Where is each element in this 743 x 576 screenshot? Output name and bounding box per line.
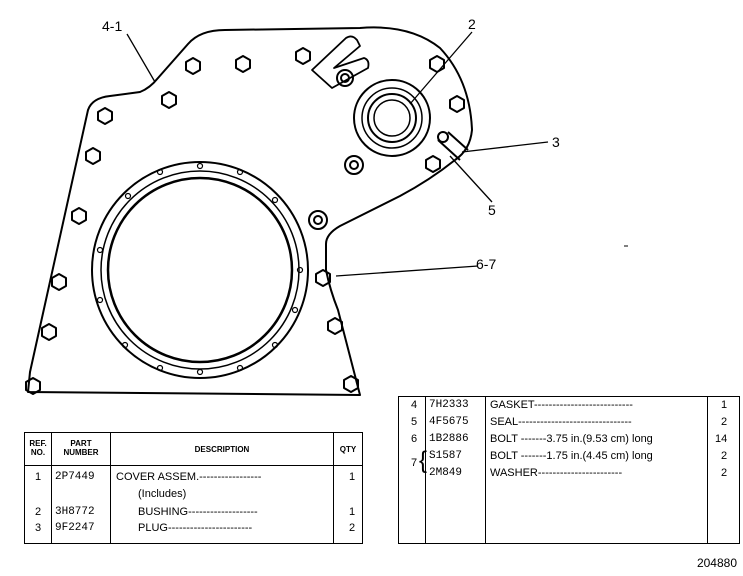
callout-5: 5	[488, 202, 496, 218]
figure-number: 204880	[696, 556, 737, 570]
table-row-ref: 7	[411, 457, 418, 469]
table-row-ref: 2	[35, 506, 42, 518]
table-row-desc: PLUG-----------------------	[138, 522, 253, 534]
callout-3: 3	[552, 134, 560, 150]
seal-ring-mid	[100, 170, 300, 370]
table-row-part: 1B2886	[429, 433, 469, 445]
table-row-ref: 6	[411, 433, 418, 445]
table-row-qty: 1	[349, 506, 356, 518]
header-qty: QTY	[339, 445, 357, 454]
table-row-ref: 5	[411, 416, 418, 428]
table-row-part: 2P7449	[55, 471, 95, 483]
parts-table-right: 4 7H2333 GASKET-------------------------…	[398, 396, 740, 544]
table-row-qty: 2	[721, 450, 728, 462]
table-row-desc: WASHER-----------------------	[490, 467, 623, 479]
plug	[344, 155, 364, 175]
header-ref-no: REF. NO.	[29, 439, 47, 457]
bracket: {	[419, 447, 428, 474]
seal-opening	[106, 176, 294, 364]
plug	[336, 69, 354, 87]
table-row-qty: 2	[721, 467, 728, 479]
table-row-qty: 14	[715, 433, 728, 445]
table-row-desc: BOLT -------3.75 in.(9.53 cm) long	[490, 433, 653, 445]
callout-2: 2	[468, 16, 476, 32]
table-row-qty: 1	[349, 471, 356, 483]
table-row-qty: 2	[721, 416, 728, 428]
header-description: DESCRIPTION	[194, 445, 250, 454]
table-row-part: 4F5675	[429, 416, 469, 428]
table-row-ref: 1	[35, 471, 42, 483]
table-row-desc: GASKET---------------------------	[490, 399, 633, 411]
seal-ring-outer	[91, 161, 309, 379]
table-row-ref: 4	[411, 399, 418, 411]
table-row-part: 2M849	[429, 467, 463, 479]
table-row-ref: 3	[35, 522, 42, 534]
table-row-desc: SEAL-------------------------------	[490, 416, 632, 428]
table-row-qty: 2	[349, 522, 356, 534]
table-row-desc: BUSHING-------------------	[138, 506, 258, 518]
header-part-number: PART NUMBER	[63, 439, 99, 457]
table-row-desc: COVER ASSEM.-----------------	[116, 471, 262, 483]
parts-table-left: REF. NO. PART NUMBER DESCRIPTION QTY 1 2…	[24, 432, 363, 544]
table-row-desc: BOLT -------1.75 in.(4.45 cm) long	[490, 450, 653, 462]
bushing-outer	[353, 79, 431, 157]
table-row-qty: 1	[721, 399, 728, 411]
table-row-part: 3H8772	[55, 506, 95, 518]
table-row-desc: (Includes)	[138, 488, 187, 500]
table-row-part: 9F2247	[55, 522, 95, 534]
table-row-part: S1587	[429, 450, 463, 462]
cover-assembly-drawing	[25, 26, 628, 396]
table-row-part: 7H2333	[429, 399, 469, 411]
callout-6-7: 6-7	[476, 256, 497, 272]
cover-outline	[27, 26, 473, 396]
plug	[308, 210, 328, 230]
callout-4-1: 4-1	[102, 18, 123, 34]
